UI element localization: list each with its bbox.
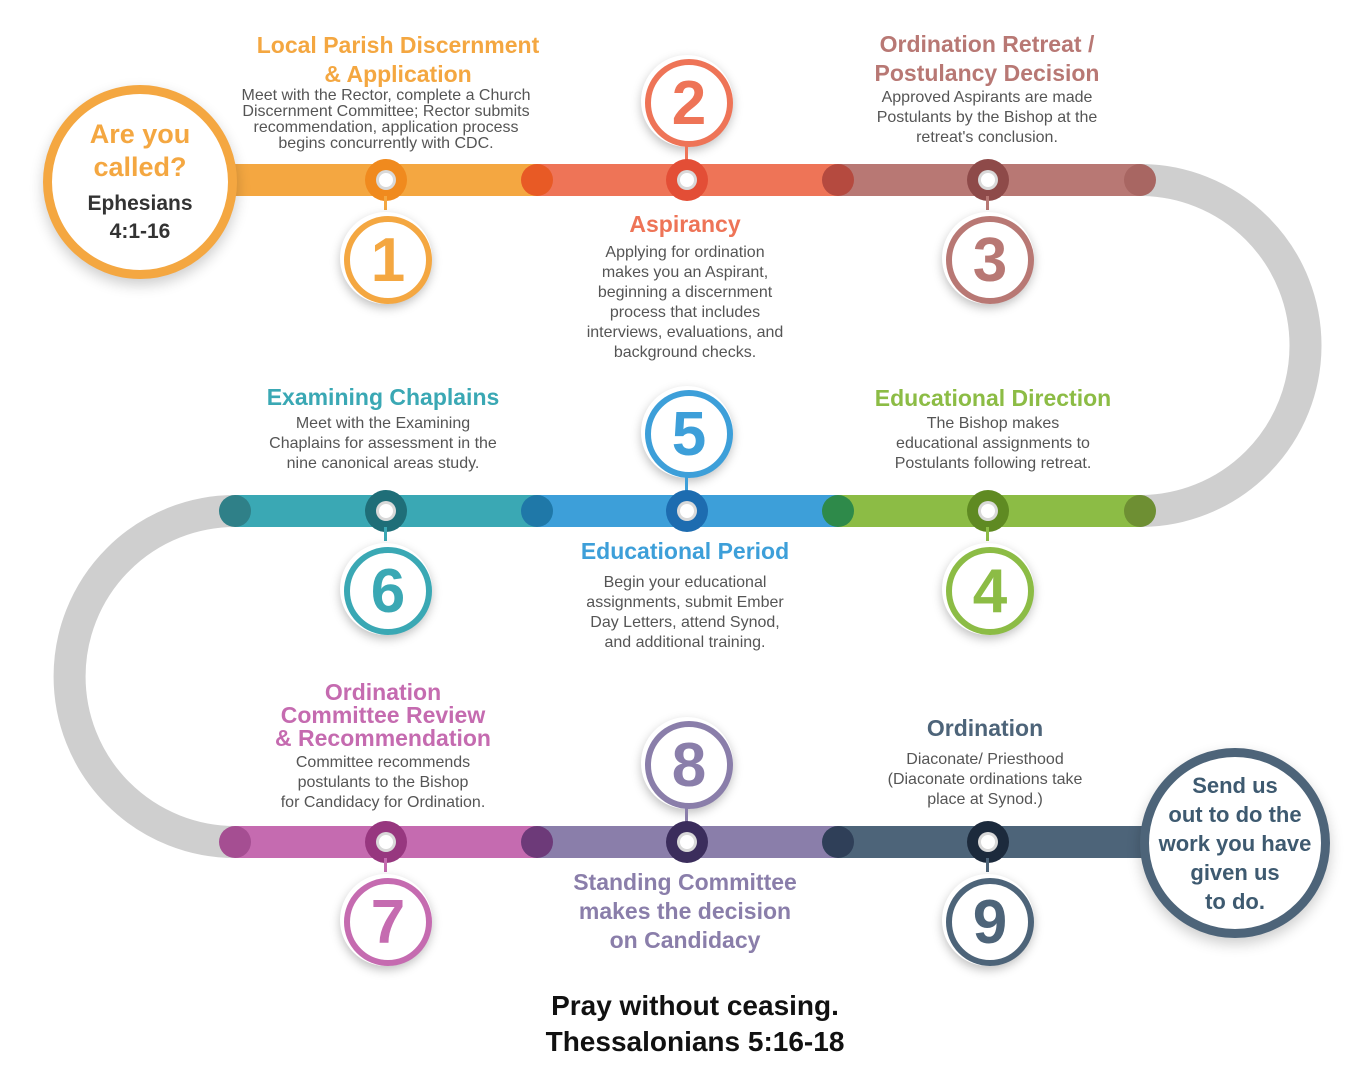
step-8-number-badge: 8 (641, 717, 733, 809)
joint-marker (822, 164, 854, 196)
step-9-description: Diaconate/ Priesthood (Diaconate ordinat… (887, 751, 1083, 808)
step-1-connector (384, 196, 387, 210)
joint-marker (521, 495, 553, 527)
step-6-title: Examining Chaplains (266, 384, 500, 410)
step-4-title: Educational Direction (874, 385, 1112, 411)
step-6-number: 6 (344, 547, 432, 635)
joint-marker (521, 826, 553, 858)
joint-marker (822, 826, 854, 858)
step-8-connector (685, 808, 688, 824)
track-curve-right (1139, 164, 1322, 527)
joint-marker (1124, 495, 1156, 527)
step-9-marker (967, 821, 1009, 863)
step-6-marker (365, 490, 407, 532)
step-1-marker (365, 159, 407, 201)
step-3-number: 3 (946, 216, 1034, 304)
step-5-number: 5 (645, 390, 733, 478)
step-6-description: Meet with the Examining Chaplains for as… (269, 415, 497, 472)
step-5-connector (685, 477, 688, 493)
joint-marker (1124, 164, 1156, 196)
step-3-description: Approved Aspirants are made Postulants b… (876, 89, 1098, 146)
step-3-title: Ordination Retreat / Postulancy Decision (874, 31, 1100, 86)
step-2-connector (685, 146, 688, 162)
step-7-number: 7 (344, 878, 432, 966)
step-1-title: Local Parish Discernment & Application (256, 32, 540, 87)
step-8-title: Standing Committee makes the decision on… (573, 869, 797, 953)
step-3-marker (967, 159, 1009, 201)
joint-marker (219, 495, 251, 527)
start-circle-line2: called? (93, 152, 187, 182)
track-curve-left (53, 495, 236, 858)
step-6-connector (384, 527, 387, 541)
end-circle: Send us out to do the work you have give… (1140, 748, 1330, 938)
step-4-number: 4 (946, 547, 1034, 635)
step-9-number-badge: 9 (942, 874, 1034, 966)
step-2-number: 2 (645, 59, 733, 147)
start-circle-ref1: Ephesians (87, 192, 193, 215)
step-9-title: Ordination (926, 715, 1044, 741)
joint-marker (822, 495, 854, 527)
step-2-number-badge: 2 (641, 55, 733, 147)
step-9-connector (986, 858, 989, 872)
step-8-number: 8 (645, 721, 733, 809)
step-2-description: Applying for ordination makes you an Asp… (586, 244, 784, 361)
step-5-title: Educational Period (580, 538, 790, 564)
step-4-number-badge: 4 (942, 543, 1034, 635)
step-2-marker (666, 159, 708, 201)
step-8-marker (666, 821, 708, 863)
step-2-title: Aspirancy (629, 211, 741, 237)
step-7-connector (384, 858, 387, 872)
step-1-number: 1 (344, 216, 432, 304)
step-1-number-badge: 1 (340, 212, 432, 304)
start-circle-ref2: 4:1-16 (109, 220, 171, 243)
step-7-description: Committee recommends postulants to the B… (280, 754, 486, 811)
step-7-marker (365, 821, 407, 863)
footer-line-2: Thessalonians 5:16-18 (545, 1026, 845, 1057)
footer-quote: Pray without ceasing. Thessalonians 5:16… (435, 988, 955, 1060)
step-7-title: Ordination Committee Review & Recommenda… (275, 679, 491, 751)
end-circle-text: Send us out to do the work you have give… (1158, 772, 1312, 914)
step-4-description: The Bishop makes educational assignments… (894, 415, 1092, 472)
start-circle-line1: Are you (89, 119, 191, 149)
step-5-number-badge: 5 (641, 386, 733, 478)
step-1-description: Meet with the Rector, complete a Church … (241, 87, 531, 152)
footer-line-1: Pray without ceasing. (551, 990, 839, 1021)
joint-marker (521, 164, 553, 196)
step-5-marker (666, 490, 708, 532)
start-circle: Are you called? Ephesians 4:1-16 (43, 85, 237, 279)
step-3-connector (986, 196, 989, 210)
step-4-connector (986, 527, 989, 541)
joint-marker (219, 826, 251, 858)
step-3-number-badge: 3 (942, 212, 1034, 304)
step-5-description: Begin your educational assignments, subm… (586, 574, 784, 651)
step-4-marker (967, 490, 1009, 532)
step-7-number-badge: 7 (340, 874, 432, 966)
step-9-number: 9 (946, 878, 1034, 966)
step-6-number-badge: 6 (340, 543, 432, 635)
